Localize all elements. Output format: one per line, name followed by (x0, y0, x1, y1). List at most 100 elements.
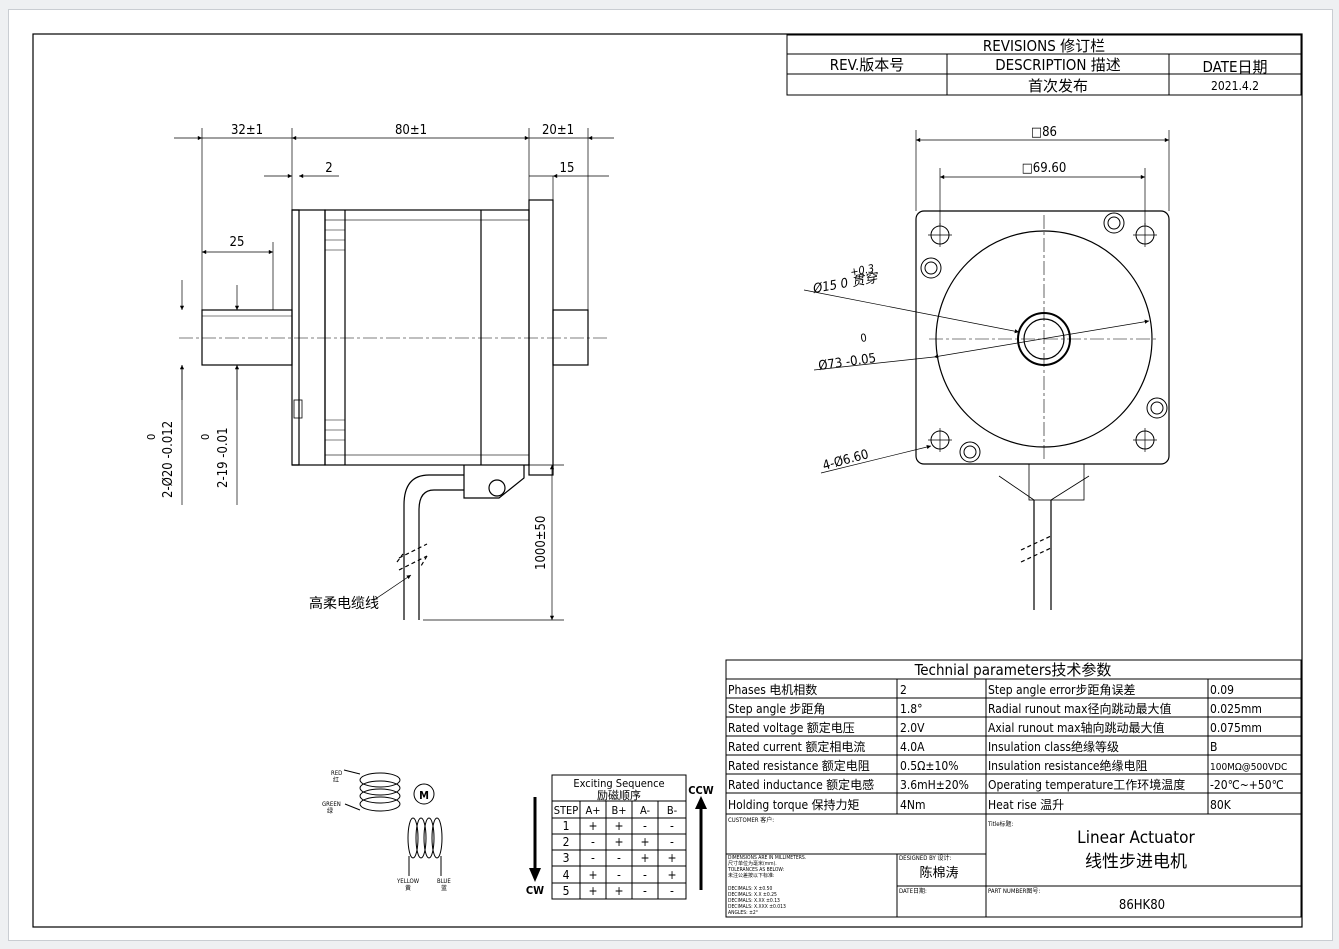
dim-square: □86 (1031, 125, 1057, 140)
header-b-minus: B- (667, 804, 678, 817)
description-column: DESCRIPTION 描述 (995, 56, 1121, 74)
product-title-en: Linear Actuator (1077, 828, 1195, 848)
cell: - (643, 868, 647, 882)
tolerance: DECIMALS: X.X ±0.25 (728, 892, 777, 898)
wiring-diagram: M RED 红 GREEN 绿 YELLOW 黄 BLUE 蓝 (322, 769, 451, 892)
dim-shaft-diameter: 2-Ø20 -0.012 (161, 421, 176, 498)
designer-name: 陈棉涛 (919, 865, 958, 881)
dim-shaft-diameter-upper: 0 (145, 434, 158, 440)
header-a-plus: A+ (585, 804, 600, 817)
red-label: RED (331, 770, 342, 777)
dim-rear-shaft: 15 (560, 161, 575, 176)
tolerance: DECIMALS: X.XXX ±0.013 (728, 904, 786, 910)
cell: 5 (563, 884, 570, 898)
dims-note: 尺寸单位为毫米(mm). (728, 860, 777, 867)
drawing-canvas: REVISIONS 修订栏 REV.版本号 DESCRIPTION 描述 DAT… (32, 33, 1303, 928)
param-label: Rated resistance 额定电阻 (728, 758, 870, 773)
front-view (803, 130, 1170, 610)
yellow-cn: 黄 (405, 884, 411, 892)
tech-title: Technial parameters技术参数 (914, 661, 1112, 679)
dims-note: DIMENSIONS ARE IN MILLIMETERS. (728, 855, 806, 861)
designed-by-label: DESIGNED BY 设计: (899, 854, 951, 862)
date-column: DATE日期 (1203, 58, 1268, 76)
dim-hole-pitch: □69.60 (1022, 161, 1067, 176)
cell: 4 (563, 868, 570, 882)
dims-note: 未注公差按以下标准: (728, 872, 775, 879)
param-value: 0.025mm (1210, 702, 1262, 716)
param-value: 4.0A (900, 740, 925, 754)
dim-mounting-holes: 4-Ø6.60 (821, 447, 870, 474)
dim-bore-tolerance: +0.3 (849, 262, 875, 279)
param-label: Rated current 额定相电流 (728, 739, 865, 754)
cell: - (643, 819, 647, 833)
cell: + (614, 819, 623, 833)
blue-cn: 蓝 (441, 884, 447, 892)
side-view (174, 128, 614, 621)
part-number-label: PART NUMBER图号: (988, 888, 1040, 895)
motor-symbol (413, 783, 435, 805)
ccw-arrowhead (695, 796, 707, 809)
cell: + (667, 851, 676, 865)
cell: - (670, 819, 674, 833)
exciting-sequence-table: Exciting Sequence 励磁顺序 STEP A+ B+ A- B- … (526, 774, 714, 900)
cell: 2 (563, 835, 570, 849)
cell: - (617, 851, 621, 865)
dim-flat: 2-19 -0.01 (216, 427, 231, 488)
cell: + (640, 835, 649, 849)
param-value: 2 (900, 683, 907, 697)
green-cn: 绿 (327, 807, 333, 815)
drawing-border (32, 33, 1303, 928)
sequence-title-cn: 励磁顺序 (597, 788, 641, 802)
param-label: Insulation class绝缘等级 (988, 739, 1119, 754)
param-value: 0.075mm (1210, 721, 1262, 735)
cw-arrowhead (529, 868, 541, 882)
cell: + (640, 851, 649, 865)
dim-pilot-upper: 0 (860, 331, 868, 345)
blue-label: BLUE (437, 878, 451, 885)
param-value: 0.5Ω±10% (900, 759, 958, 773)
cell: - (670, 884, 674, 898)
title-block: CUSTOMER 客户: DIMENSIONS ARE IN MILLIMETE… (725, 813, 1302, 918)
dim-shaft-length: 25 (230, 235, 245, 250)
param-label: Insulation resistance绝缘电阻 (988, 758, 1148, 773)
param-value: 4Nm (900, 798, 925, 812)
side-view-dimensions: 32±1 80±1 20±1 2 15 25 2-Ø20 -0.012 0 2-… (145, 123, 574, 612)
param-label: Operating temperature工作环境温度 (988, 777, 1185, 792)
cell: - (670, 835, 674, 849)
param-label: Phases 电机相数 (728, 682, 817, 697)
param-label: Axial runout max轴向跳动最大值 (988, 720, 1165, 735)
param-value: B (1210, 740, 1217, 754)
cell: 3 (563, 851, 570, 865)
revision-date: 2021.4.2 (1211, 79, 1259, 93)
date-label: DATE日期: (899, 887, 927, 895)
cell: - (591, 835, 595, 849)
param-value: 3.6mH±20% (900, 778, 969, 792)
green-label: GREEN (322, 801, 341, 808)
tolerance: ANGLES: ±2° (728, 910, 758, 916)
cell: + (588, 819, 597, 833)
tech-parameters-table: Technial parameters技术参数 Phases 电机相数 2 St… (725, 659, 1302, 815)
header-a-minus: A- (640, 804, 651, 817)
param-label: Step angle 步距角 (728, 702, 825, 716)
tolerance: DECIMALS: X ±0.50 (728, 886, 772, 892)
cell: + (588, 868, 597, 882)
tolerance: DECIMALS: X.XX ±0.13 (728, 898, 780, 904)
param-label: Holding torque 保持力矩 (728, 797, 860, 812)
cell: + (667, 868, 676, 882)
title-label: Title标题: (987, 820, 1014, 828)
sequence-row: 5 + + - - (563, 884, 674, 898)
revisions-header: REVISIONS 修订栏 (983, 37, 1105, 55)
param-label: Heat rise 温升 (988, 798, 1064, 812)
cell: - (617, 868, 621, 882)
param-value: 2.0V (900, 721, 925, 735)
header-b-plus: B+ (611, 804, 626, 817)
param-value: 80K (1210, 798, 1232, 812)
param-value: 0.09 (1210, 683, 1234, 697)
sequence-row: 1 + + - - (563, 819, 674, 833)
param-label: Step angle error步距角误差 (988, 683, 1135, 697)
dim-flange-length: 32±1 (231, 123, 263, 138)
red-cn: 红 (333, 776, 339, 784)
rev-column: REV.版本号 (830, 56, 904, 74)
dim-body-length: 80±1 (395, 123, 427, 138)
dim-rear-length: 20±1 (542, 123, 574, 138)
